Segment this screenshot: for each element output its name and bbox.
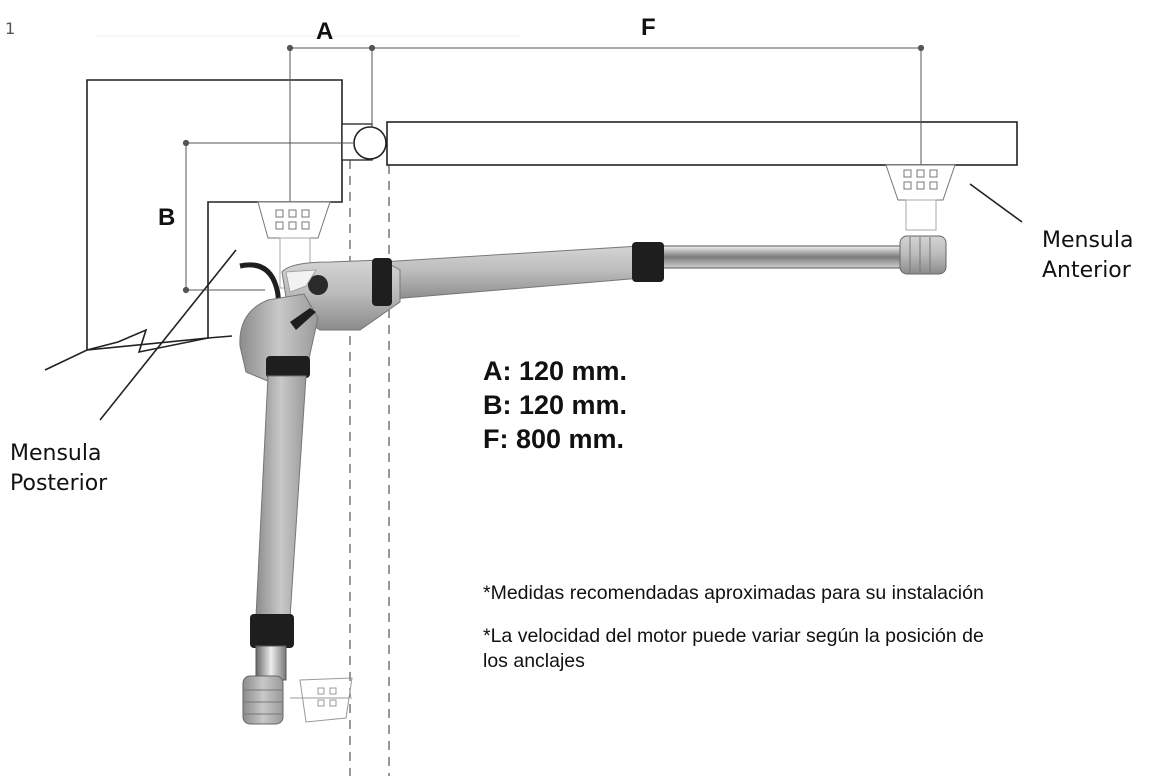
actuator-open — [239, 293, 319, 725]
dimension-label-a: A — [316, 18, 334, 45]
rear-bracket-callout-line1: Mensula — [10, 441, 102, 466]
front-bracket-callout: Mensula Anterior — [1042, 226, 1133, 286]
rear-bracket — [257, 201, 331, 289]
vertical-tube — [255, 375, 307, 619]
vertical-end-cap — [242, 675, 284, 725]
hinge-circle — [353, 126, 387, 160]
measurement-f: F: 800 mm. — [483, 424, 625, 454]
note-recommended: *Medidas recomendadas aproximadas para s… — [483, 582, 984, 604]
open-position-bracket — [290, 677, 353, 723]
lower-ring — [250, 614, 294, 648]
measurements-list: A: 120 mm. B: 120 mm. F: 800 mm. — [483, 354, 627, 456]
front-bracket-callout-line2: Anterior — [1042, 258, 1131, 283]
vertical-rod — [255, 645, 287, 681]
front-bracket — [885, 164, 956, 231]
dimension-label-f: F — [641, 14, 656, 41]
note-speed-line2: los anclajes — [483, 650, 585, 672]
rubber-ring — [632, 242, 664, 282]
head-collar — [372, 258, 392, 306]
rod-end-cap — [899, 235, 947, 275]
gate-leaf — [386, 121, 1018, 166]
measurement-a: A: 120 mm. — [483, 356, 628, 386]
dimension-label-b: B — [158, 204, 176, 231]
actuator-closed — [281, 235, 947, 331]
measurement-b: B: 120 mm. — [483, 390, 628, 420]
elbow-ring — [266, 356, 310, 378]
rear-bracket-callout-line2: Posterior — [10, 471, 108, 496]
dimension-lines — [182, 44, 925, 294]
front-bracket-callout-line1: Mensula — [1042, 228, 1134, 253]
rear-bracket-leader — [99, 249, 237, 421]
piston-rod — [659, 245, 911, 269]
page-number: 1 — [5, 19, 16, 38]
front-bracket-leader — [969, 183, 1023, 223]
rear-bracket-callout: Mensula Posterior — [10, 439, 107, 499]
main-tube — [379, 245, 643, 301]
note-speed-line1: *La velocidad del motor puede variar seg… — [483, 625, 984, 647]
release-knob — [308, 275, 328, 295]
break-line — [44, 328, 233, 371]
